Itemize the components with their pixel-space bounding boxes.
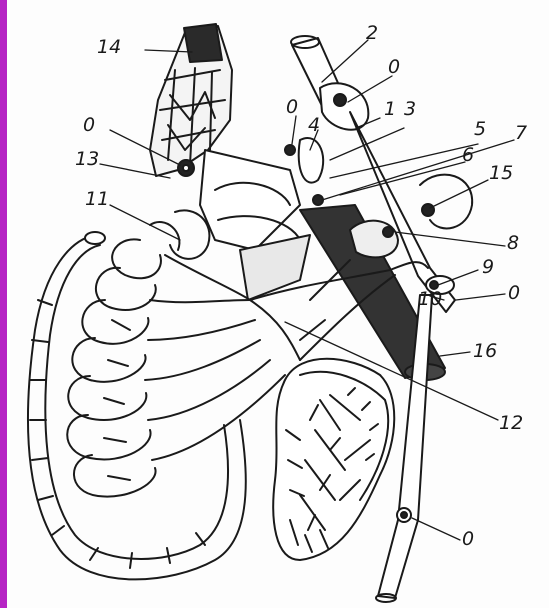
label-10: 10: [418, 290, 442, 309]
label-6: 6: [462, 146, 474, 165]
label-2: 2: [366, 24, 378, 43]
label-13: 13: [75, 150, 99, 169]
label-12: 12: [499, 414, 523, 433]
label-5: 5: [474, 120, 486, 139]
label-15: 15: [489, 164, 513, 183]
long-intestine: [28, 232, 246, 579]
label-0-top: 0: [388, 58, 400, 77]
label-0-bottom: 0: [462, 530, 474, 549]
label-1: 1: [384, 100, 396, 119]
label-4: 4: [308, 116, 320, 135]
label-0-left: 0: [83, 116, 95, 135]
label-3: 3: [404, 100, 416, 119]
label-16: 16: [473, 342, 497, 361]
label-7: 7: [515, 124, 527, 143]
coiled-loops: [67, 210, 209, 496]
label-9: 9: [482, 258, 494, 277]
label-0-right: 0: [508, 284, 520, 303]
label-11: 11: [85, 190, 109, 209]
label-14: 14: [97, 38, 121, 57]
label-0-center: 0: [286, 98, 298, 117]
label-8: 8: [507, 234, 519, 253]
lower-gland: [273, 359, 394, 560]
